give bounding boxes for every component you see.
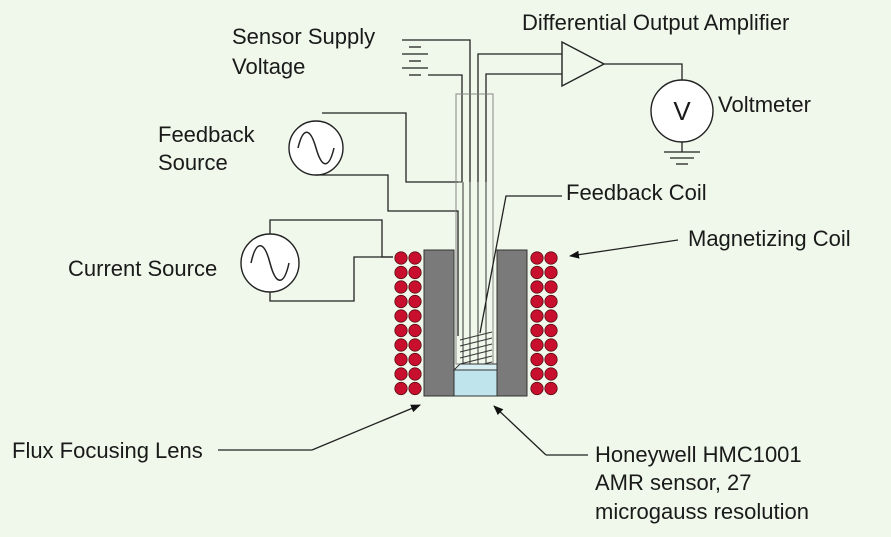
sensor-supply-label-line1: Sensor Supply	[232, 24, 375, 49]
magnetizing-coil-right	[530, 251, 558, 396]
coil-turn	[530, 309, 544, 323]
coil-turn	[394, 251, 408, 265]
ground-icon	[664, 151, 700, 165]
coil-turn	[544, 280, 558, 294]
coil-turn	[544, 265, 558, 280]
flux-lens-arrow-head	[311, 404, 421, 451]
current-source-label: Current Source	[68, 256, 217, 281]
coil-turn	[530, 367, 544, 381]
amplifier-icon	[477, 40, 683, 182]
coil-turn	[408, 294, 422, 309]
flux-lens-label: Flux Focusing Lens	[12, 438, 203, 463]
coil-turn	[408, 352, 422, 367]
coil-turn	[530, 338, 544, 352]
coil-turn	[394, 381, 408, 396]
coil-turn	[544, 309, 558, 323]
magnetizing-coil-arrow	[569, 239, 679, 259]
feedback-source-label-line1: Feedback	[158, 122, 256, 147]
coil-turn	[530, 352, 544, 367]
coil-turn	[408, 338, 422, 352]
coil-turn	[394, 294, 408, 309]
coil-turn	[408, 280, 422, 294]
sensor-supply-label-line2: Voltage	[232, 54, 305, 79]
coil-turn	[544, 338, 558, 352]
coil-turn	[408, 381, 422, 396]
feedback-coil-label: Feedback Coil	[566, 180, 707, 205]
current-source-icon	[240, 219, 393, 302]
coil-turn	[394, 309, 408, 323]
coil-turn	[394, 352, 408, 367]
sensor-label-line2: AMR sensor, 27	[595, 470, 752, 495]
coil-turn	[530, 381, 544, 396]
coil-turn	[408, 367, 422, 381]
coil-turn	[394, 367, 408, 381]
voltmeter-label: Voltmeter	[718, 92, 811, 117]
magnetizing-coil-left	[394, 251, 422, 396]
flux-lens-right	[496, 249, 528, 397]
voltmeter-icon: V	[650, 79, 714, 152]
coil-turn	[394, 265, 408, 280]
coil-turn	[544, 251, 558, 265]
coil-turn	[544, 294, 558, 309]
coil-turn	[530, 251, 544, 265]
sensor-arrow-head	[493, 405, 547, 456]
flux-lens-left	[423, 249, 455, 397]
battery-icon	[402, 39, 471, 182]
magnetizing-coil-label: Magnetizing Coil	[688, 226, 851, 251]
coil-turn	[408, 251, 422, 265]
feedback-source-icon	[288, 112, 458, 212]
coil-turn	[394, 338, 408, 352]
coil-turn	[394, 280, 408, 294]
amr-sensor-chip	[452, 363, 498, 397]
coil-turn	[530, 294, 544, 309]
coil-turn	[530, 265, 544, 280]
coil-turn	[544, 352, 558, 367]
coil-turn	[408, 265, 422, 280]
coil-turn	[394, 323, 408, 338]
amplifier-label: Differential Output Amplifier	[522, 10, 789, 35]
coil-turn	[544, 367, 558, 381]
coil-turn	[544, 323, 558, 338]
feedback-source-label-line2: Source	[158, 150, 228, 175]
sensor-label-line1: Honeywell HMC1001	[595, 442, 802, 467]
coil-turn	[530, 280, 544, 294]
coil-turn	[408, 323, 422, 338]
coil-turn	[544, 381, 558, 396]
sensor-label-line3: microgauss resolution	[595, 499, 809, 524]
coil-turn	[530, 323, 544, 338]
coil-turn	[408, 309, 422, 323]
voltmeter-symbol: V	[673, 96, 691, 126]
